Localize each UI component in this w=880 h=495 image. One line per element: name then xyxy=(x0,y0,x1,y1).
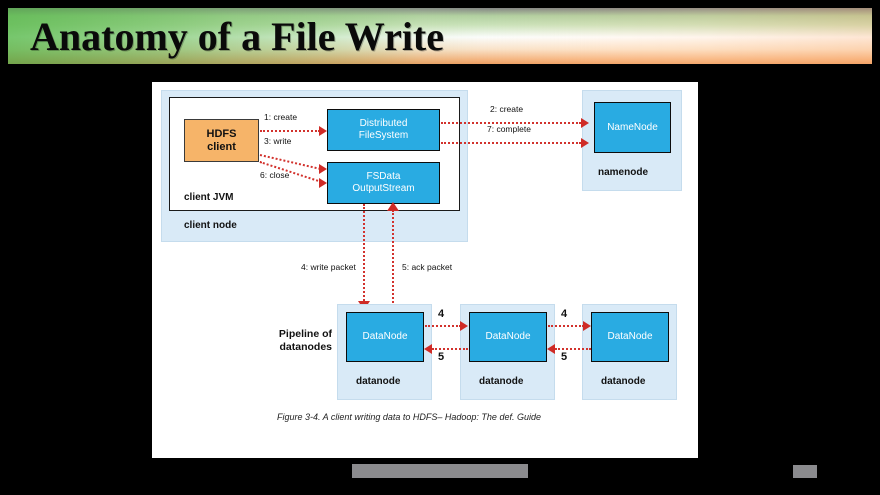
arrow-write-packet-line xyxy=(363,204,365,304)
pipeline-step-5-label-1: 5 xyxy=(438,351,445,363)
figure-caption: Figure 3-4. A client writing data to HDF… xyxy=(277,412,541,422)
datanode-box-2: DataNode xyxy=(469,312,547,362)
step-4-label: 4: write packet xyxy=(301,262,356,272)
arrow-dn2-dn3-line xyxy=(548,325,584,327)
datanode-label-2: datanode xyxy=(479,376,524,387)
arrow-dn2-dn1-head xyxy=(424,344,432,354)
datanode-box-1-label: DataNode xyxy=(362,331,408,342)
arrow-ack-packet-line xyxy=(392,210,394,310)
pipeline-label-line1: Pipeline of xyxy=(278,328,332,340)
pipeline-step-5-label-2: 5 xyxy=(561,351,568,363)
dfs-label-line1: Distributed xyxy=(359,118,408,129)
arrow-dn1-dn2-head xyxy=(460,321,468,331)
step-2-label: 2: create xyxy=(490,104,524,114)
step-3-label: 3: write xyxy=(264,136,292,146)
arrow-create-head xyxy=(319,126,327,136)
pipeline-step-4-label-2: 4 xyxy=(561,308,568,320)
slide-title-bar: Anatomy of a File Write xyxy=(8,8,872,64)
arrow-ack-packet-head xyxy=(387,202,399,211)
title-bar-gradient-overlay xyxy=(8,8,872,64)
footer-placeholder-bar xyxy=(352,464,528,478)
figure-panel: HDFS client Distributed FileSystem FSDat… xyxy=(152,82,698,458)
arrow-namenode-create-line xyxy=(441,122,581,124)
hdfs-client-label-line2: client xyxy=(207,140,236,153)
client-jvm-label: client JVM xyxy=(184,192,234,203)
datanode-box-1: DataNode xyxy=(346,312,424,362)
arrow-write-head xyxy=(319,164,327,174)
step-1-label: 1: create xyxy=(264,112,298,122)
arrow-namenode-complete-line xyxy=(441,142,581,144)
datanode-box-3: DataNode xyxy=(591,312,669,362)
footer-placeholder-box xyxy=(793,465,817,478)
hdfs-client-box: HDFS client xyxy=(184,119,259,162)
arrow-namenode-create-head xyxy=(581,118,589,128)
pipeline-side-label: Pipeline of datanodes xyxy=(252,328,332,354)
step-7-label: 7: complete xyxy=(487,124,531,134)
namenode-label: namenode xyxy=(598,167,649,178)
fsdata-label-line1: FSData xyxy=(366,171,401,182)
fsdata-outputstream-box: FSData OutputStream xyxy=(327,162,440,204)
arrow-dn3-dn2-head xyxy=(547,344,555,354)
arrow-dn2-dn1-line xyxy=(432,348,468,350)
arrow-dn3-dn2-line xyxy=(555,348,591,350)
datanode-box-3-label: DataNode xyxy=(607,331,653,342)
fsdata-label-line2: OutputStream xyxy=(352,183,415,194)
arrow-close-head xyxy=(319,178,327,188)
arrow-namenode-complete-head xyxy=(581,138,589,148)
page-title: Anatomy of a File Write xyxy=(30,14,445,59)
datanode-box-2-label: DataNode xyxy=(485,331,531,342)
hdfs-client-label-line1: HDFS xyxy=(206,127,237,140)
step-5-label: 5: ack packet xyxy=(402,262,453,272)
datanode-label-3: datanode xyxy=(601,376,646,387)
namenode-box: NameNode xyxy=(594,102,671,153)
namenode-box-label: NameNode xyxy=(607,121,658,133)
dfs-label-line2: FileSystem xyxy=(358,130,409,141)
pipeline-step-4-label-1: 4 xyxy=(438,308,445,320)
datanode-label-1: datanode xyxy=(356,376,401,387)
client-node-label: client node xyxy=(184,220,237,231)
pipeline-label-line2: datanodes xyxy=(279,341,332,353)
arrow-create-line xyxy=(260,130,320,132)
arrow-dn2-dn3-head xyxy=(583,321,591,331)
arrow-dn1-dn2-line xyxy=(425,325,461,327)
step-6-label: 6: close xyxy=(260,170,290,180)
distributed-filesystem-box: Distributed FileSystem xyxy=(327,109,440,151)
